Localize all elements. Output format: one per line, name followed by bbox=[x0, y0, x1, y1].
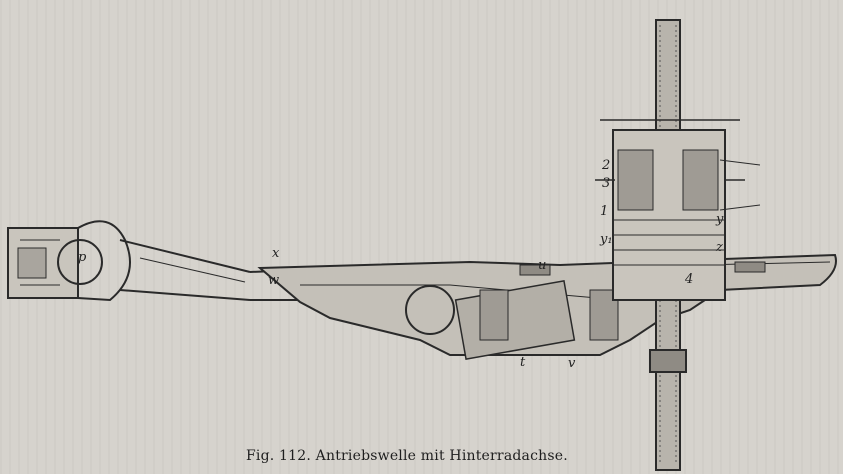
universal-joint-housing bbox=[7, 220, 131, 302]
label-w: w bbox=[268, 273, 280, 288]
label-p: p bbox=[78, 250, 87, 265]
label-x: x bbox=[272, 246, 280, 261]
label-t: t bbox=[520, 355, 526, 370]
figure-caption: Fig. 112. Antriebswelle mit Hinterradach… bbox=[246, 448, 568, 464]
label-2: 2 bbox=[602, 158, 611, 173]
vertical-axle bbox=[595, 19, 761, 471]
label-y: y bbox=[716, 212, 724, 227]
label-3: 3 bbox=[602, 176, 611, 191]
label-v: v bbox=[568, 356, 576, 371]
label-1: 1 bbox=[600, 204, 609, 219]
label-4: 4 bbox=[685, 272, 694, 287]
axle-housing bbox=[257, 253, 837, 360]
label-y1: y₁ bbox=[600, 232, 613, 247]
label-z: z bbox=[716, 240, 723, 255]
label-u: u bbox=[538, 258, 547, 273]
